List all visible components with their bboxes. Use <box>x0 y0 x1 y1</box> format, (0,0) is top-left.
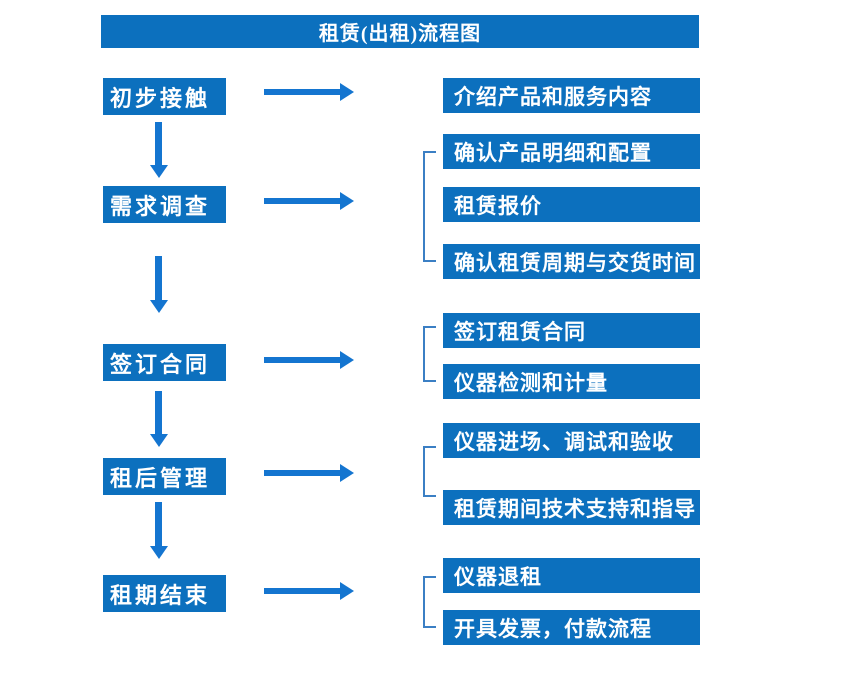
detail-introduce-products: 介绍产品和服务内容 <box>443 78 700 113</box>
right-arrow-5 <box>264 588 340 594</box>
down-arrow-3 <box>155 391 162 434</box>
step-sign-contract: 签订合同 <box>103 344 226 381</box>
group-bracket-sign-contract <box>423 326 436 382</box>
step-demand-survey: 需求调查 <box>103 186 226 223</box>
detail-instrument-testing: 仪器检测和计量 <box>443 364 700 399</box>
step-initial-contact: 初步接触 <box>103 78 226 115</box>
down-arrow-4 <box>155 502 162 546</box>
right-arrow-1 <box>264 89 340 95</box>
detail-tech-support: 租赁期间技术支持和指导 <box>443 490 700 525</box>
chart-title: 租赁(出租)流程图 <box>101 15 699 48</box>
down-arrow-1 <box>155 122 162 165</box>
group-bracket-post-rental <box>423 446 436 497</box>
right-arrow-4 <box>264 470 340 476</box>
detail-confirm-rental-period: 确认租赁周期与交货时间 <box>443 244 700 279</box>
detail-confirm-product-config: 确认产品明细和配置 <box>443 134 700 169</box>
right-arrow-2 <box>264 198 340 204</box>
step-rental-end: 租期结束 <box>103 575 226 612</box>
detail-sign-rental-contract: 签订租赁合同 <box>443 313 700 348</box>
group-bracket-rental-end <box>423 576 436 628</box>
group-bracket-demand-survey <box>423 151 436 262</box>
right-arrow-3 <box>264 357 340 363</box>
detail-rental-quote: 租赁报价 <box>443 187 700 222</box>
down-arrow-2 <box>155 256 162 300</box>
step-post-rental-management: 租后管理 <box>103 458 226 495</box>
detail-instrument-setup-acceptance: 仪器进场、调试和验收 <box>443 423 700 458</box>
detail-instrument-return: 仪器退租 <box>443 558 700 593</box>
detail-invoice-payment: 开具发票，付款流程 <box>443 610 700 645</box>
